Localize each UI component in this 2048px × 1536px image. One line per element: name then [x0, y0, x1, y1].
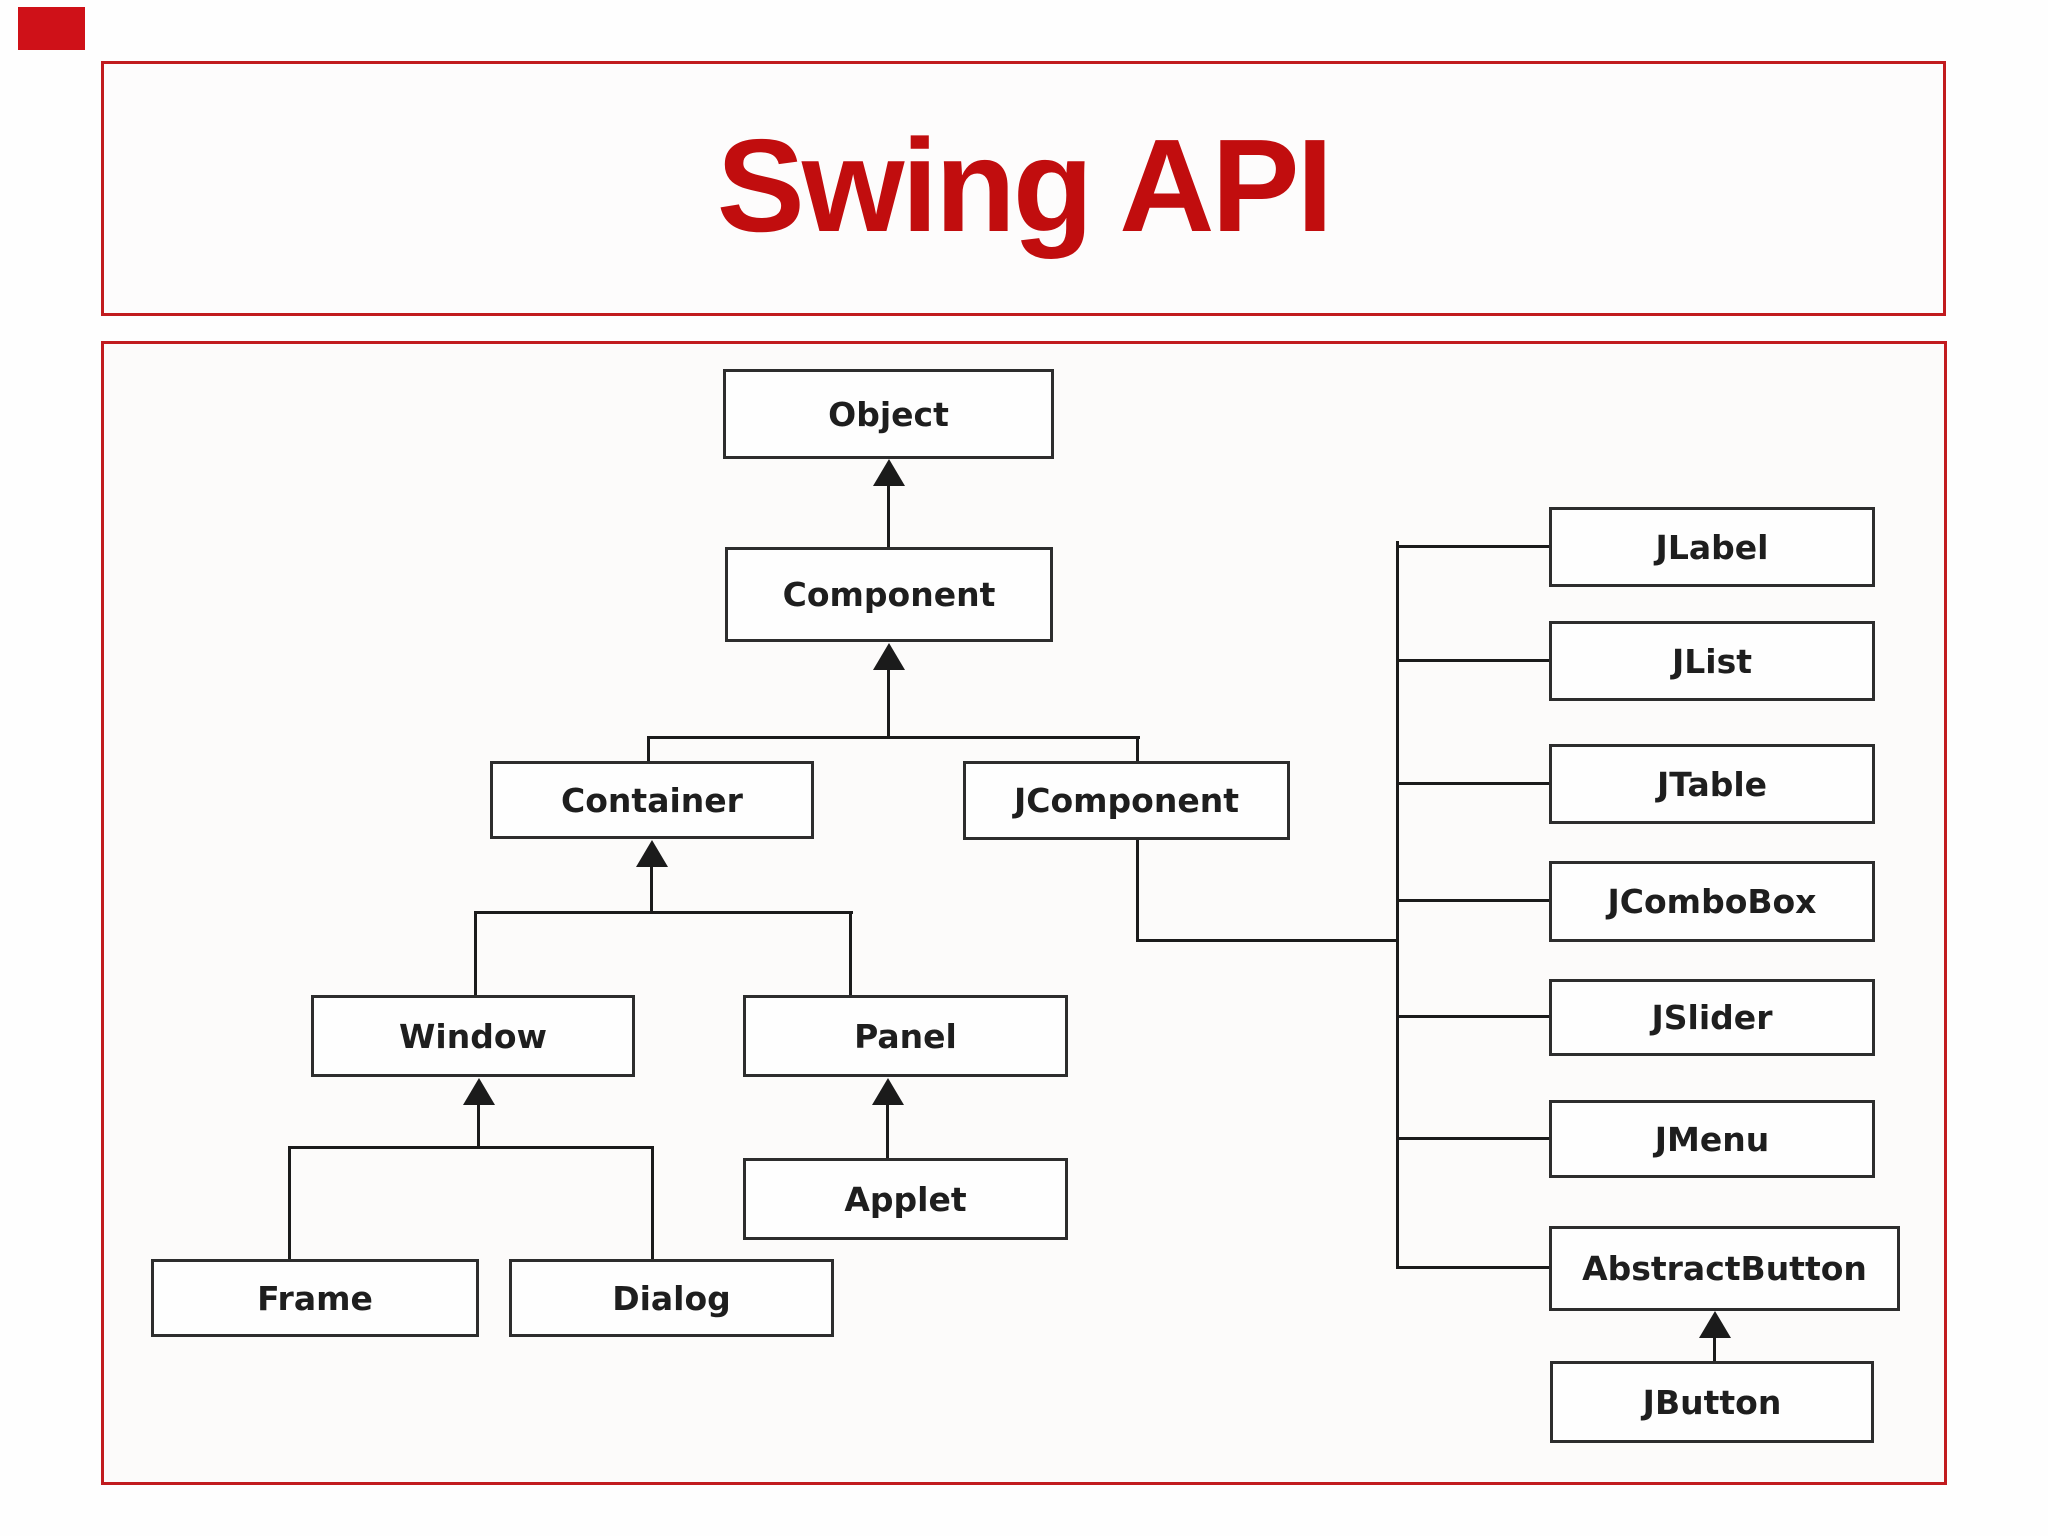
connector-line	[1398, 1266, 1549, 1269]
node-label: Applet	[844, 1179, 967, 1219]
connector-line	[887, 481, 890, 547]
node-label: Frame	[257, 1278, 373, 1318]
node-jcombobox: JComboBox	[1549, 861, 1875, 942]
connector-line	[476, 911, 853, 914]
connector-line	[651, 1146, 654, 1261]
node-panel: Panel	[743, 995, 1068, 1077]
red-corner-block	[18, 7, 85, 50]
node-label: JButton	[1642, 1382, 1782, 1422]
node-label: Container	[561, 780, 743, 820]
node-label: JLabel	[1655, 527, 1769, 567]
connector-line	[1398, 1015, 1549, 1018]
connector-line	[886, 1102, 889, 1160]
node-label: Window	[399, 1016, 547, 1056]
node-jtable: JTable	[1549, 744, 1875, 824]
node-label: JList	[1671, 641, 1753, 681]
node-label: Panel	[854, 1016, 957, 1056]
arrowhead-up	[873, 643, 905, 670]
connector-line	[1713, 1337, 1716, 1363]
node-jlist: JList	[1549, 621, 1875, 701]
connector-line	[1136, 838, 1139, 942]
connector-line	[1398, 1137, 1549, 1140]
node-label: JMenu	[1654, 1119, 1770, 1159]
node-label: Object	[828, 394, 949, 434]
connector-line	[1136, 736, 1139, 763]
arrowhead-up	[1699, 1311, 1731, 1338]
node-label: JTable	[1656, 764, 1768, 804]
connector-line	[1398, 545, 1549, 548]
connector-line	[849, 911, 852, 997]
connector-line	[647, 736, 650, 763]
connector-line	[290, 1146, 654, 1149]
connector-line	[1398, 659, 1549, 662]
connector-line	[288, 1146, 291, 1261]
node-jmenu: JMenu	[1549, 1100, 1875, 1178]
node-object: Object	[723, 369, 1054, 459]
node-abstractbutton: AbstractButton	[1549, 1226, 1900, 1311]
connector-line	[1138, 939, 1399, 942]
node-label: AbstractButton	[1582, 1249, 1867, 1288]
node-jcomponent: JComponent	[963, 761, 1290, 840]
connector-line	[474, 911, 477, 997]
node-applet: Applet	[743, 1158, 1068, 1240]
connector-line	[1396, 541, 1399, 1269]
node-frame: Frame	[151, 1259, 479, 1337]
node-jslider: JSlider	[1549, 979, 1875, 1056]
connector-line	[650, 864, 653, 914]
node-dialog: Dialog	[509, 1259, 834, 1337]
arrowhead-up	[636, 840, 668, 867]
connector-line	[1398, 899, 1549, 902]
node-label: JComboBox	[1607, 882, 1817, 921]
node-container: Container	[490, 761, 814, 839]
node-component: Component	[725, 547, 1053, 642]
connector-line	[887, 667, 890, 738]
title-frame: Swing API	[101, 61, 1946, 316]
node-window: Window	[311, 995, 635, 1077]
node-label: JComponent	[1014, 781, 1239, 820]
node-jlabel: JLabel	[1549, 507, 1875, 587]
connector-line	[649, 736, 1140, 739]
arrowhead-up	[873, 459, 905, 486]
arrowhead-up	[463, 1078, 495, 1105]
page-title: Swing API	[716, 112, 1333, 259]
arrowhead-up	[872, 1078, 904, 1105]
connector-line	[477, 1102, 480, 1148]
node-label: JSlider	[1651, 998, 1773, 1037]
connector-line	[1398, 782, 1549, 785]
node-label: Component	[782, 575, 996, 614]
node-label: Dialog	[612, 1278, 731, 1318]
node-jbutton: JButton	[1550, 1361, 1874, 1443]
